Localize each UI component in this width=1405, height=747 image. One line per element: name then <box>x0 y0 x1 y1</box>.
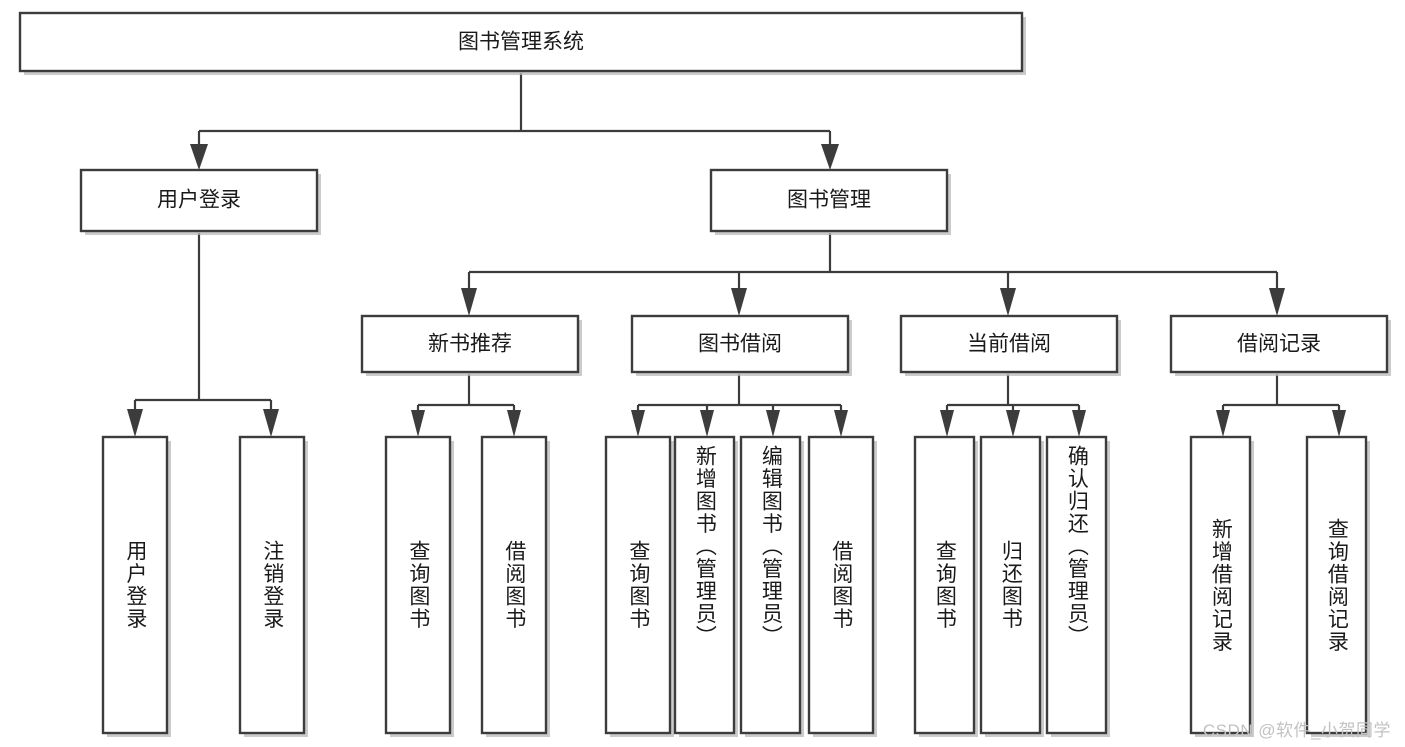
node-leaf-return-book[interactable] <box>979 435 1042 735</box>
arrowhead-book-borrow <box>731 288 747 316</box>
arrowhead-leaf-query-book-1 <box>411 410 425 437</box>
node-leaf-user-login[interactable] <box>101 435 169 735</box>
node-leaf-query-book-1[interactable] <box>384 435 452 735</box>
node-leaf-borrow-book-2[interactable] <box>807 435 875 735</box>
node-leaf-confirm-return[interactable] <box>1045 435 1108 735</box>
arrowhead-leaf-query-book-3 <box>940 410 954 437</box>
arrowhead-leaf-user-login <box>127 409 143 437</box>
node-leaf-query-book-2[interactable] <box>604 435 672 735</box>
arrowhead-leaf-add-record <box>1216 410 1230 437</box>
csdn-watermark: CSDN @软件_小贺同学 <box>1202 721 1391 740</box>
arrowhead-leaf-return-book <box>1006 410 1020 437</box>
node-root[interactable] <box>18 11 1024 73</box>
arrowhead-leaf-query-record <box>1332 410 1346 437</box>
node-book-management[interactable] <box>709 168 949 233</box>
node-book-borrow-label: 图书借阅 <box>698 333 782 356</box>
nodes-layer: 图书管理系统 用户登录 图书管理 新书推荐 图书借阅 当前借阅 借阅记录 <box>18 11 1391 737</box>
arrowhead-leaf-user-logout <box>263 409 279 437</box>
arrowhead-leaf-edit-book <box>766 410 780 437</box>
node-borrow-record[interactable] <box>1169 314 1389 374</box>
node-book-management-label: 图书管理 <box>787 189 871 212</box>
arrowhead-leaf-query-book-2 <box>631 410 645 437</box>
arrowhead-book-management <box>821 144 839 170</box>
edges-layer <box>127 73 1346 437</box>
node-leaf-borrow-book-1[interactable] <box>480 435 548 735</box>
node-user-login-label: 用户登录 <box>157 189 241 212</box>
node-leaf-add-book[interactable] <box>673 435 736 735</box>
node-borrow-record-label: 借阅记录 <box>1237 333 1321 356</box>
node-new-book-recommend[interactable] <box>360 314 580 374</box>
arrowhead-leaf-add-book <box>700 410 714 437</box>
node-user-login[interactable] <box>79 168 319 233</box>
node-root-label: 图书管理系统 <box>458 31 584 54</box>
node-leaf-query-book-3[interactable] <box>913 435 976 735</box>
arrowhead-leaf-borrow-book-1 <box>507 410 521 437</box>
arrowhead-borrow-record <box>1269 288 1285 316</box>
node-leaf-add-record[interactable] <box>1189 435 1252 735</box>
node-leaf-user-logout[interactable] <box>238 435 306 735</box>
arrowhead-user-login <box>190 144 208 170</box>
node-book-borrow[interactable] <box>630 314 850 374</box>
arrowhead-leaf-borrow-book-2 <box>834 410 848 437</box>
node-current-borrow[interactable] <box>899 314 1119 374</box>
node-new-book-recommend-label: 新书推荐 <box>428 333 512 356</box>
arrowhead-leaf-confirm-return <box>1072 410 1086 437</box>
node-leaf-query-record[interactable] <box>1305 435 1368 735</box>
node-current-borrow-label: 当前借阅 <box>967 333 1051 356</box>
node-leaf-edit-book[interactable] <box>739 435 802 735</box>
arrowhead-current-borrow <box>1000 288 1016 316</box>
arrowhead-new-book-recommend <box>461 288 477 316</box>
